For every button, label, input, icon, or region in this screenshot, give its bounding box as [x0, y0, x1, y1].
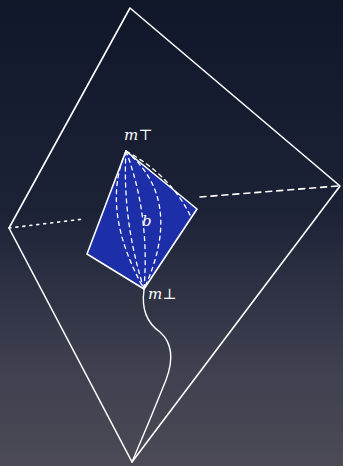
vertex-label: m⊤ [124, 128, 152, 143]
hidden-edge [200, 186, 338, 197]
curve-line [132, 290, 171, 462]
dashed-curve [116, 151, 144, 289]
vertex-label: m⊥ [148, 287, 176, 302]
hidden-edge [9, 219, 84, 228]
outer-polytope [9, 8, 340, 462]
dashed-curve [125, 151, 144, 289]
blue-face [87, 151, 197, 289]
dashed-curve [126, 151, 190, 215]
vertex-label: b [142, 214, 152, 229]
shade [126, 151, 197, 209]
